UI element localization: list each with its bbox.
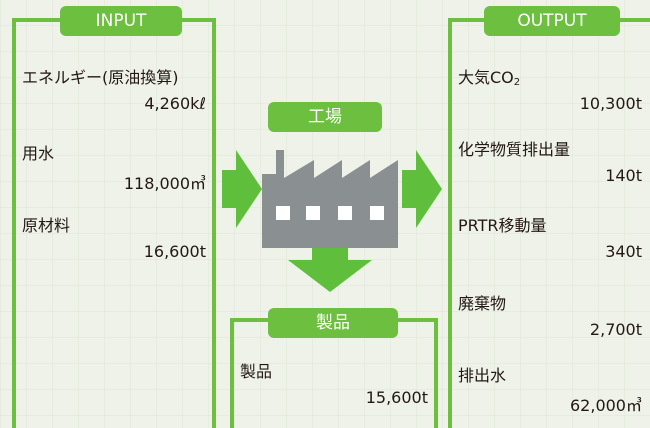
output-waste-label: 廃棄物 bbox=[458, 294, 507, 313]
product-value: 15,600t bbox=[365, 388, 428, 407]
output-arrow bbox=[402, 150, 442, 228]
input-arrow bbox=[222, 150, 262, 228]
input-material-value: 16,600t bbox=[143, 242, 206, 261]
output-waste-value: 2,700t bbox=[589, 320, 642, 339]
output-prtr-label: PRTR移動量 bbox=[458, 216, 547, 235]
output-prtr-value: 340t bbox=[605, 242, 642, 261]
output-chemical-label: 化学物質排出量 bbox=[458, 140, 571, 159]
product-arrow bbox=[288, 248, 372, 292]
input-water-value: 118,000㎥ bbox=[123, 174, 206, 193]
output-title: OUTPUT bbox=[484, 6, 620, 36]
output-drainage-value: 62,000㎥ bbox=[570, 396, 642, 415]
product-title: 製品 bbox=[268, 308, 398, 338]
output-co2-value: 10,300t bbox=[579, 94, 642, 113]
output-drainage-label: 排出水 bbox=[458, 366, 507, 385]
factory-icon bbox=[262, 150, 398, 248]
input-water-label: 用水 bbox=[22, 144, 55, 163]
input-title: INPUT bbox=[60, 6, 182, 36]
input-energy-value: 4,260kℓ bbox=[144, 94, 206, 113]
input-energy-label: エネルギー(原油換算) bbox=[22, 68, 179, 87]
factory-title: 工場 bbox=[268, 102, 382, 132]
product-label: 製品 bbox=[240, 362, 273, 381]
output-chemical-value: 140t bbox=[605, 166, 642, 185]
input-material-label: 原材料 bbox=[22, 216, 71, 235]
output-co2-label: 大気CO2 bbox=[458, 68, 521, 88]
